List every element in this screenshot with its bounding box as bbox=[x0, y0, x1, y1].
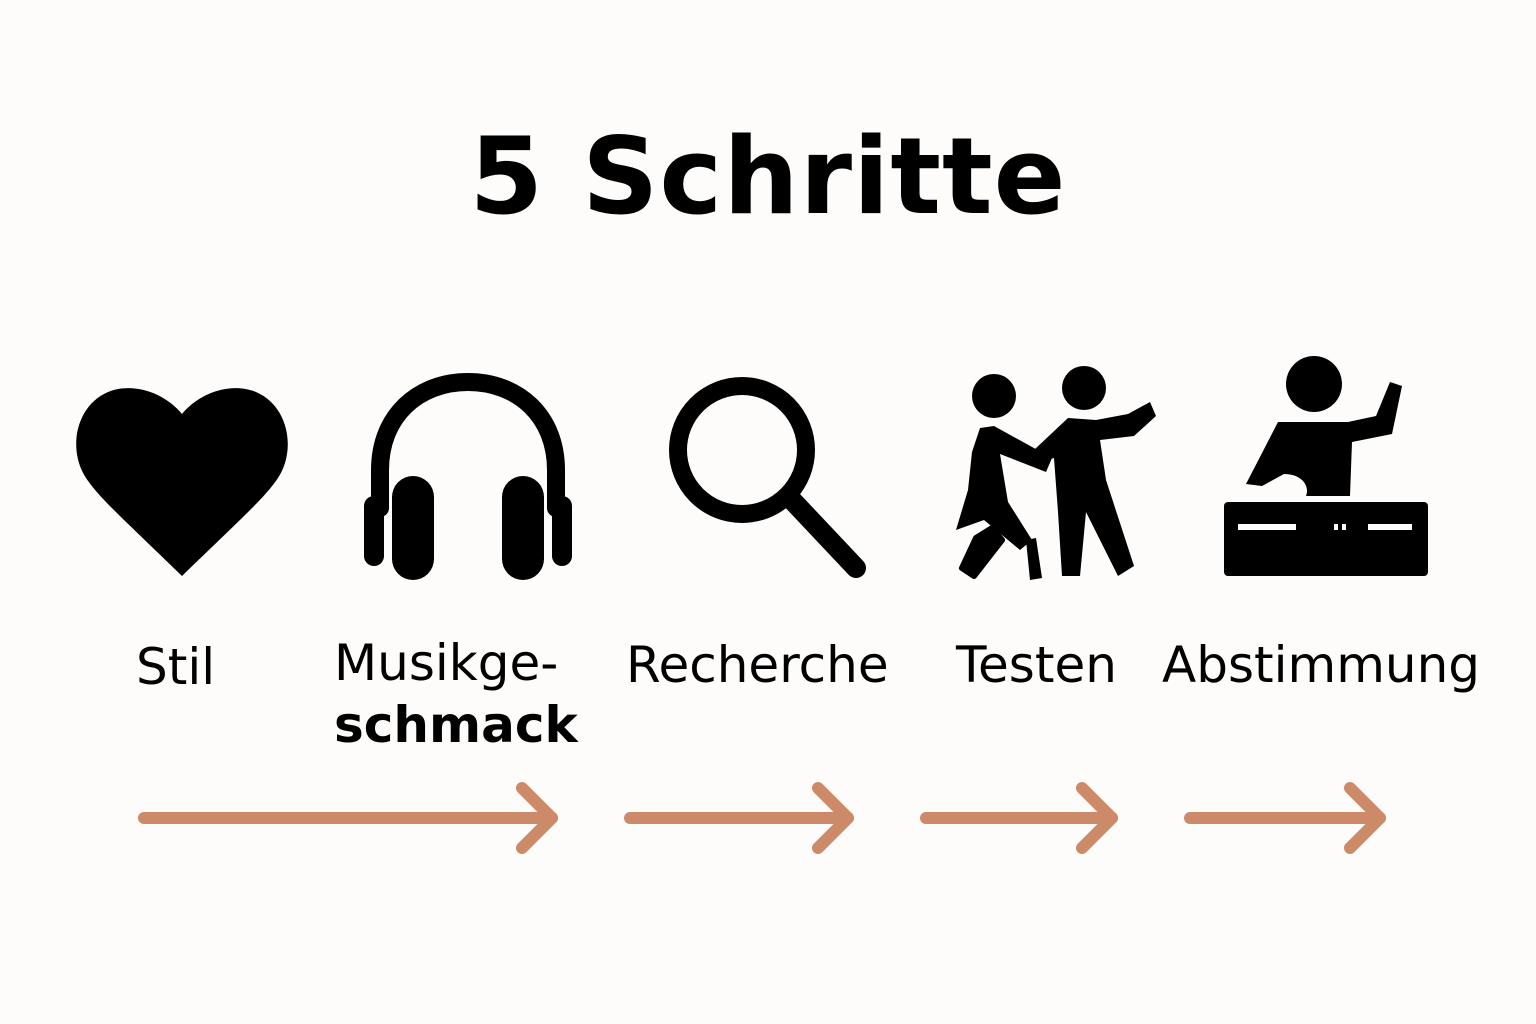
step-label-musikgeschmack-line2: schmack bbox=[334, 696, 578, 754]
arrow-1-to-2 bbox=[138, 782, 558, 854]
heart-icon bbox=[76, 388, 288, 576]
arrow-3-to-4 bbox=[920, 782, 1118, 854]
step-label-recherche: Recherche bbox=[626, 636, 889, 694]
dancing-couple-icon bbox=[956, 366, 1156, 580]
step-label-stil: Stil bbox=[136, 638, 216, 696]
arrow-2-to-3 bbox=[624, 782, 854, 854]
step-label-musikgeschmack-line1: Musikge- bbox=[334, 634, 559, 692]
step-label-musikgeschmack: Musikge- schmack bbox=[334, 632, 578, 756]
step-label-testen: Testen bbox=[956, 636, 1117, 694]
headphones-icon bbox=[364, 372, 572, 580]
magnifier-icon bbox=[669, 377, 866, 578]
dj-icon bbox=[1224, 356, 1428, 576]
step-label-abstimmung: Abstimmung bbox=[1162, 636, 1481, 694]
arrow-4-to-5 bbox=[1184, 782, 1386, 854]
page-title: 5 Schritte bbox=[469, 115, 1067, 238]
